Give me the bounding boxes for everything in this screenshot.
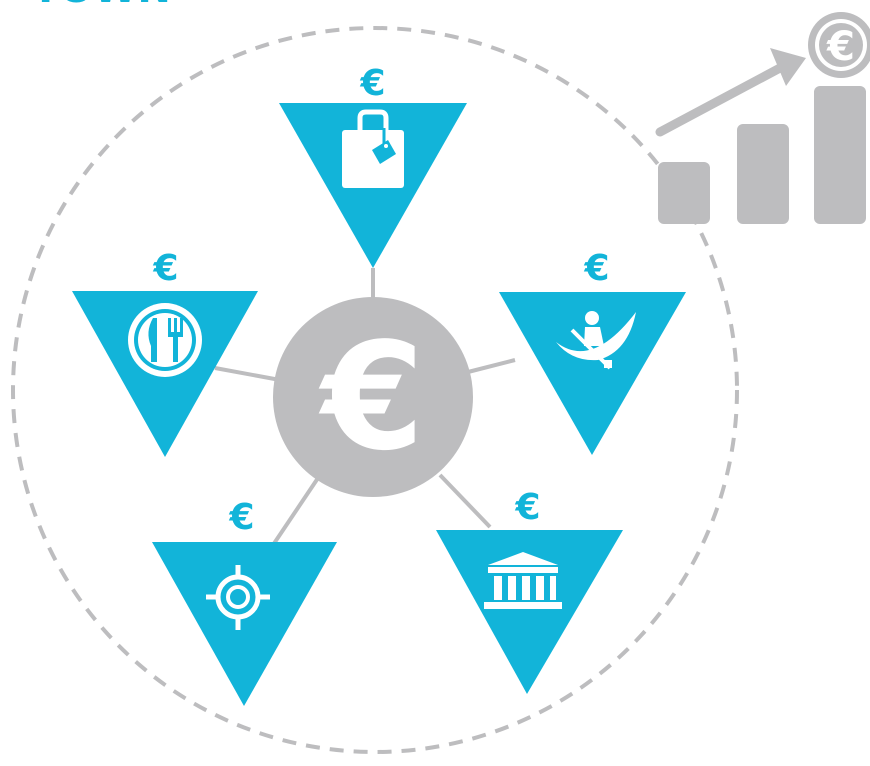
node-leisure: € — [499, 248, 686, 455]
canoe-icon — [556, 311, 636, 370]
node-shopping: € — [279, 63, 467, 268]
node-culture-triangle — [436, 530, 623, 694]
central-circle — [273, 297, 473, 497]
growth-euro-coin-inner — [819, 23, 863, 67]
shopping-bag-icon — [342, 109, 404, 188]
roundabout-icon — [206, 565, 270, 630]
growth-arrow-shaft — [655, 63, 785, 137]
growth-bar-1 — [658, 162, 710, 224]
node-transport-euro: € — [228, 497, 254, 538]
node-dining: € — [72, 248, 258, 457]
museum-icon — [484, 552, 562, 609]
rising-bar-chart-icon: € — [655, 12, 870, 224]
central-euro-symbol: € — [319, 311, 425, 483]
connector-culture — [438, 473, 492, 529]
connector-transport — [271, 476, 320, 547]
header-fragment: TOWN — [32, 0, 171, 12]
connector-lines — [214, 268, 516, 547]
knife-fork-icon — [128, 303, 202, 377]
node-transport-triangle — [152, 542, 337, 706]
node-culture-euro: € — [514, 487, 540, 528]
growth-bar-3 — [814, 86, 866, 224]
node-shopping-euro: € — [359, 63, 385, 104]
node-leisure-triangle — [499, 292, 686, 455]
boundary-dashed-circle — [11, 26, 739, 754]
growth-bar-2 — [737, 124, 789, 224]
growth-arrow-head — [770, 48, 806, 86]
connector-leisure — [467, 358, 516, 374]
central-euro-node: € — [273, 297, 473, 497]
node-leisure-euro: € — [583, 248, 609, 289]
growth-euro-symbol: € — [826, 24, 855, 70]
node-culture: € — [436, 487, 623, 694]
node-dining-euro: € — [152, 248, 178, 289]
node-transport: € — [152, 497, 337, 706]
connector-dining — [214, 366, 281, 382]
